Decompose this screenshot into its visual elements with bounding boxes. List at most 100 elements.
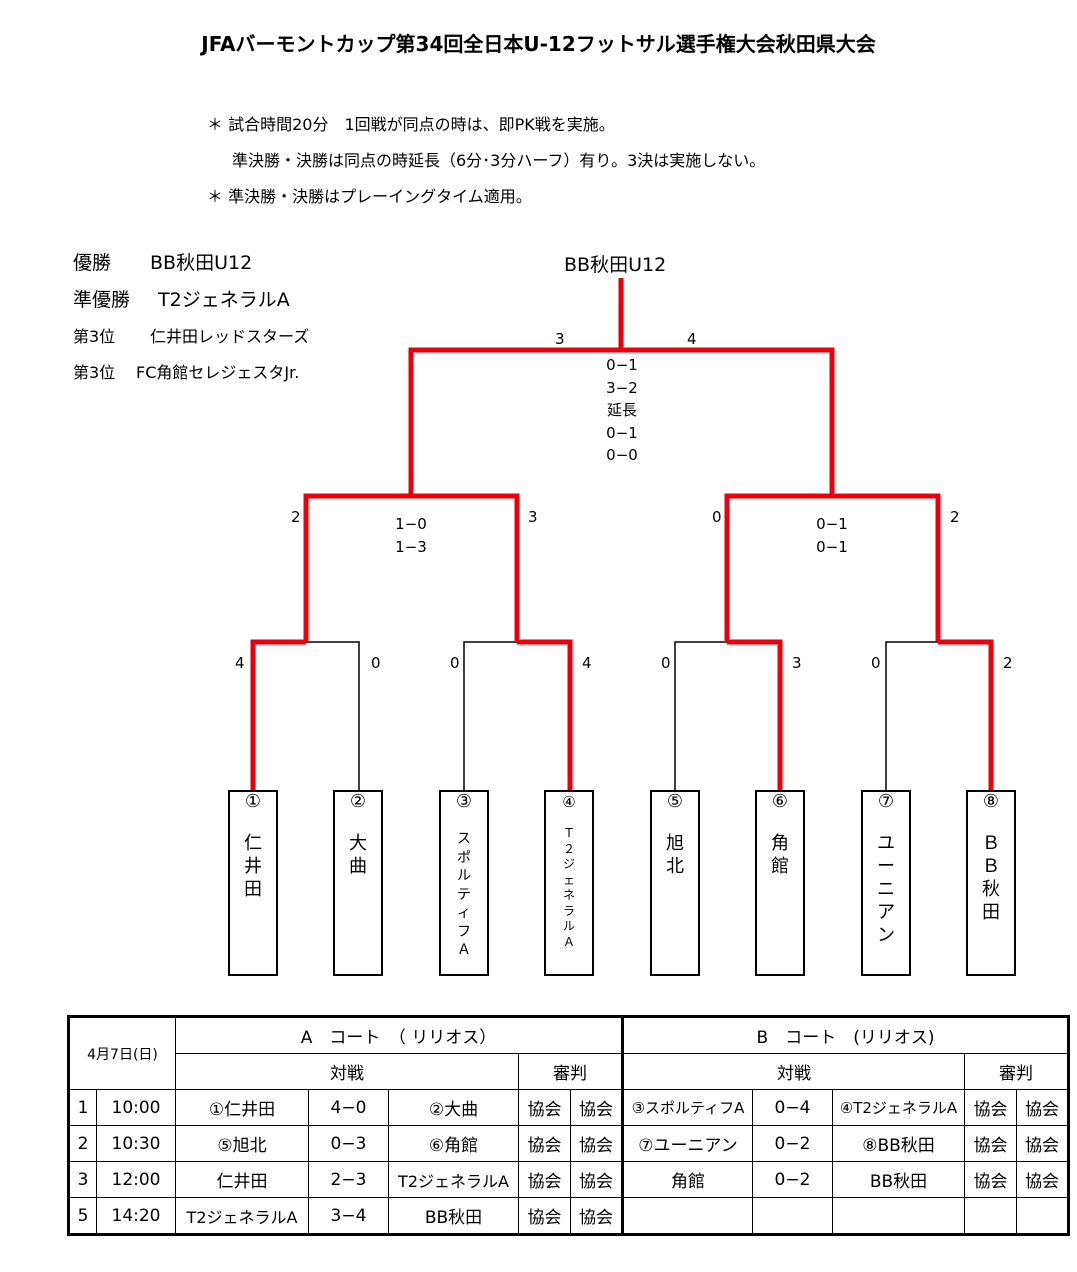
court-b-score — [752, 1197, 833, 1236]
final-detail-1: 0−1 — [606, 356, 638, 374]
line-r1-m2 — [463, 641, 571, 790]
semi-left-score-left: 2 — [291, 508, 301, 526]
final-score-left: 3 — [555, 330, 565, 348]
r1-score-3: 0 — [450, 654, 460, 672]
team-name: 大曲 — [349, 833, 367, 877]
court-b-referee-2: 協会 — [1016, 1125, 1070, 1162]
court-a-team-1: 仁井田 — [175, 1161, 309, 1198]
court-b-header: B コート (リリオス) — [622, 1015, 1070, 1054]
bracket-winner-lines — [250, 278, 994, 790]
win-semi-right-1 — [724, 493, 832, 642]
team-name: 仁井田 — [244, 833, 262, 900]
court-b-team-1: ③スポルティフA — [622, 1089, 753, 1126]
r1-score-7: 0 — [871, 654, 881, 672]
r1-score-2: 0 — [371, 654, 381, 672]
match-number: 3 — [67, 1161, 97, 1198]
win-r1-m4 — [938, 639, 994, 790]
r1-score-6: 3 — [792, 654, 802, 672]
court-a-team-1: ⑤旭北 — [175, 1125, 309, 1162]
team-number: ⑤ — [666, 791, 684, 812]
court-b-team-2 — [832, 1197, 965, 1236]
final-detail-2: 3−2 — [606, 378, 638, 397]
header-row-2: 対戦 審判 対戦 審判 — [69, 1053, 1070, 1090]
court-b-referee-2 — [1016, 1197, 1070, 1236]
court-b-referee-2: 協会 — [1016, 1161, 1070, 1198]
team-name: ユーニアン — [877, 833, 895, 946]
court-a-team-2: ②大曲 — [388, 1089, 519, 1126]
court-a-score: 2−3 — [308, 1161, 389, 1198]
line-r1-m1 — [252, 641, 360, 790]
semi-right-score-left: 0 — [712, 508, 722, 526]
court-b-referee-1 — [964, 1197, 1017, 1236]
court-a-score: 0−3 — [308, 1125, 389, 1162]
team-box-5: ⑤ 旭北 — [650, 790, 700, 976]
r1-score-4: 4 — [582, 654, 592, 672]
final-detail-3: 延長 — [606, 401, 637, 419]
team-number: ① — [244, 791, 262, 812]
match-time: 12:00 — [96, 1161, 176, 1198]
team-name: 旭北 — [666, 833, 684, 877]
court-a-referee-1: 協会 — [518, 1089, 571, 1126]
court-b-referee-header: 審判 — [964, 1053, 1070, 1090]
match-number: 5 — [67, 1197, 97, 1236]
team-box-1: ① 仁井田 — [228, 790, 278, 976]
note-line-1: ＊ 試合時間20分 1回戦が同点の時は、即PK戦を実施。 — [207, 115, 615, 134]
result-third-label-1: 第3位 — [73, 327, 116, 346]
semi-left-score-right: 3 — [528, 508, 538, 526]
line-r1-m4 — [885, 641, 992, 790]
schedule-table: 4月7日(日) A コート （ リリオス） B コート (リリオス) 対戦 審判… — [67, 1015, 1070, 1236]
court-a-header: A コート （ リリオス） — [175, 1015, 624, 1054]
win-semi-right-2 — [832, 493, 941, 642]
court-a-score: 4−0 — [308, 1089, 389, 1126]
team-number: ③ — [455, 791, 473, 812]
court-b-score: 0−4 — [752, 1089, 833, 1126]
match-number: 1 — [67, 1089, 97, 1126]
result-runnerup-label: 準優勝 — [73, 289, 131, 311]
tournament-bracket — [250, 278, 994, 790]
court-a-team-2: BB秋田 — [388, 1197, 519, 1236]
team-number: ④ — [562, 793, 576, 811]
win-r1-m1 — [250, 639, 306, 790]
team-name: 角館 — [771, 833, 789, 877]
schedule-row-2: 2 10:30 ⑤旭北 0−3 ⑥角館 協会 協会 ⑦ユーニアン 0−2 ⑧BB… — [67, 1125, 1070, 1162]
team-number: ⑥ — [771, 791, 789, 812]
bracket-champion: BB秋田U12 — [564, 254, 667, 276]
result-third-team-2: FC角館セレジェスタJr. — [136, 363, 300, 382]
court-a-referee-1: 協会 — [518, 1125, 571, 1162]
semi-right-detail-1: 0−1 — [816, 515, 848, 533]
team-box-7: ⑦ ユーニアン — [861, 790, 911, 976]
header-row-1: 4月7日(日) A コート （ リリオス） B コート (リリオス) — [67, 1015, 1070, 1090]
court-b-referee-1: 協会 — [964, 1089, 1017, 1126]
court-a-team-1: T2ジェネラルA — [175, 1197, 309, 1236]
semi-right-score-right: 2 — [950, 508, 960, 526]
win-semi-left-1 — [303, 493, 411, 642]
court-a-referee-2: 協会 — [570, 1125, 624, 1162]
schedule-row-1: 1 10:00 ①仁井田 4−0 ②大曲 協会 協会 ③スポルティフA 0−4 … — [67, 1089, 1070, 1126]
court-b-score: 0−2 — [752, 1125, 833, 1162]
result-winner-label: 優勝 — [73, 252, 112, 274]
court-b-team-2: ⑧BB秋田 — [832, 1125, 965, 1162]
semi-right-details: 0−1 0−1 — [787, 513, 877, 558]
court-a-referee-2: 協会 — [570, 1197, 624, 1236]
final-details: 0−1 3−2 延長 0−1 0−0 — [572, 354, 672, 467]
court-a-referee-2: 協会 — [570, 1161, 624, 1198]
page-title: JFAバーモントカップ第34回全日本U-12フットサル選手権大会秋田県大会 — [201, 32, 876, 56]
result-winner-team: BB秋田U12 — [150, 252, 253, 274]
schedule-row-4: 5 14:20 T2ジェネラルA 3−4 BB秋田 協会 協会 — [67, 1197, 1070, 1236]
court-a-team-1: ①仁井田 — [175, 1089, 309, 1126]
team-box-6: ⑥ 角館 — [755, 790, 805, 976]
court-b-team-1 — [622, 1197, 753, 1236]
r1-score-5: 0 — [661, 654, 671, 672]
r1-score-8: 2 — [1003, 654, 1013, 672]
court-a-referee-header: 審判 — [518, 1053, 624, 1090]
result-third-team-1: 仁井田レッドスターズ — [150, 327, 310, 346]
court-a-match-header: 対戦 — [175, 1053, 519, 1090]
court-b-team-1: 角館 — [622, 1161, 753, 1198]
court-a-referee-1: 協会 — [518, 1197, 571, 1236]
